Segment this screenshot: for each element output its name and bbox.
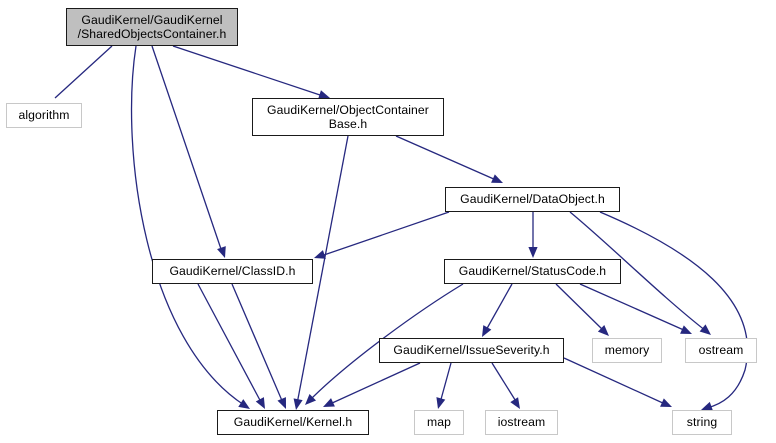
- graph-arrowhead-data_object-to-string: [701, 401, 713, 411]
- graph-arrowhead-issue_severity-to-iostream: [510, 397, 520, 409]
- graph-edge-status_code-to-memory: [555, 283, 605, 332]
- graph-node-kernel[interactable]: GaudiKernel/Kernel.h: [217, 410, 369, 435]
- graph-arrowhead-shared_objects_container-to-kernel: [238, 399, 250, 409]
- graph-node-label: string: [686, 415, 718, 430]
- graph-arrowhead-status_code-to-ostream: [680, 325, 692, 334]
- graph-node-map[interactable]: map: [414, 410, 464, 435]
- graph-arrowhead-class_id-to-kernel: [255, 397, 265, 409]
- graph-edge-class_id-to-kernel2: [231, 283, 284, 404]
- graph-edge-data_object-to-ostream: [569, 211, 707, 332]
- graph-edge-status_code-to-issue_severity: [484, 283, 513, 333]
- graph-arrowhead-data_object-to-status_code: [528, 247, 538, 258]
- graph-node-issue_severity[interactable]: GaudiKernel/IssueSeverity.h: [379, 338, 564, 363]
- graph-edge-object_container_base-to-data_object: [395, 135, 497, 181]
- graph-arrowhead-status_code-to-memory: [597, 325, 609, 336]
- graph-node-label: GaudiKernel/DataObject.h: [460, 192, 605, 207]
- graph-arrowhead-shared_objects_container-to-object_container_base: [318, 90, 330, 99]
- graph-node-string[interactable]: string: [672, 410, 732, 435]
- edges-group: [54, 45, 749, 409]
- graph-node-label: iostream: [497, 415, 546, 430]
- graph-node-label: ostream: [698, 343, 744, 358]
- graph-node-ostream[interactable]: ostream: [685, 338, 757, 363]
- graph-node-algorithm[interactable]: algorithm: [6, 103, 82, 128]
- graph-edge-shared_objects_container-to-object_container_base: [172, 45, 324, 97]
- graph-arrowhead-class_id-to-kernel2: [277, 397, 286, 409]
- graph-node-label: algorithm: [18, 108, 70, 123]
- graph-edge-data_object-to-class_id: [320, 211, 450, 257]
- graph-node-label: GaudiKernel/ClassID.h: [169, 264, 296, 279]
- graph-node-class_id[interactable]: GaudiKernel/ClassID.h: [152, 259, 313, 284]
- graph-node-iostream[interactable]: iostream: [485, 410, 558, 435]
- graph-node-label: GaudiKernel/Kernel.h: [233, 415, 353, 430]
- graph-arrowhead-status_code-to-kernel: [305, 393, 317, 405]
- graph-edge-class_id-to-kernel: [197, 283, 263, 405]
- graph-arrowhead-issue_severity-to-map: [436, 397, 446, 409]
- graph-arrowhead-issue_severity-to-string: [660, 398, 672, 407]
- graph-node-status_code[interactable]: GaudiKernel/StatusCode.h: [444, 259, 621, 284]
- graph-edge-status_code-to-kernel: [309, 283, 464, 401]
- graph-edge-issue_severity-to-map: [439, 362, 452, 404]
- graph-edge-data_object-to-string: [599, 211, 749, 409]
- graph-node-object_container_base[interactable]: GaudiKernel/ObjectContainer Base.h: [252, 98, 444, 136]
- graph-arrowhead-issue_severity-to-kernel: [323, 398, 335, 407]
- graph-node-label: GaudiKernel/GaudiKernel /SharedObjectsCo…: [77, 12, 227, 41]
- graph-node-label: GaudiKernel/IssueSeverity.h: [393, 343, 550, 358]
- graph-arrowhead-object_container_base-to-kernel: [293, 398, 303, 410]
- graph-edge-issue_severity-to-iostream: [491, 362, 518, 404]
- graph-arrowhead-shared_objects_container-to-class_id: [217, 246, 226, 258]
- graph-edge-object_container_base-to-kernel: [296, 135, 349, 405]
- graph-node-label: GaudiKernel/StatusCode.h: [458, 264, 607, 279]
- graph-edge-issue_severity-to-kernel: [329, 362, 421, 405]
- graph-edge-shared_objects_container-to-class_id: [151, 45, 223, 253]
- graph-arrowhead-status_code-to-issue_severity: [482, 325, 492, 337]
- graph-arrowhead-data_object-to-class_id: [314, 250, 326, 259]
- graph-edge-shared_objects_container-to-algorithm: [54, 45, 113, 99]
- graph-node-shared_objects_container: GaudiKernel/GaudiKernel /SharedObjectsCo…: [66, 8, 238, 46]
- graph-node-label: map: [426, 415, 451, 430]
- graph-edge-issue_severity-to-string: [563, 357, 666, 405]
- graph-node-label: GaudiKernel/ObjectContainer Base.h: [267, 102, 429, 131]
- graph-arrowhead-object_container_base-to-data_object: [491, 174, 503, 183]
- graph-edge-status_code-to-ostream: [579, 283, 687, 332]
- graph-arrowhead-data_object-to-ostream: [699, 324, 711, 335]
- graph-edge-shared_objects_container-to-kernel: [130, 45, 245, 406]
- arrowheads-group: [48, 90, 713, 411]
- graph-node-data_object[interactable]: GaudiKernel/DataObject.h: [445, 187, 620, 212]
- graph-node-label: memory: [604, 343, 650, 358]
- graph-node-memory[interactable]: memory: [592, 338, 662, 363]
